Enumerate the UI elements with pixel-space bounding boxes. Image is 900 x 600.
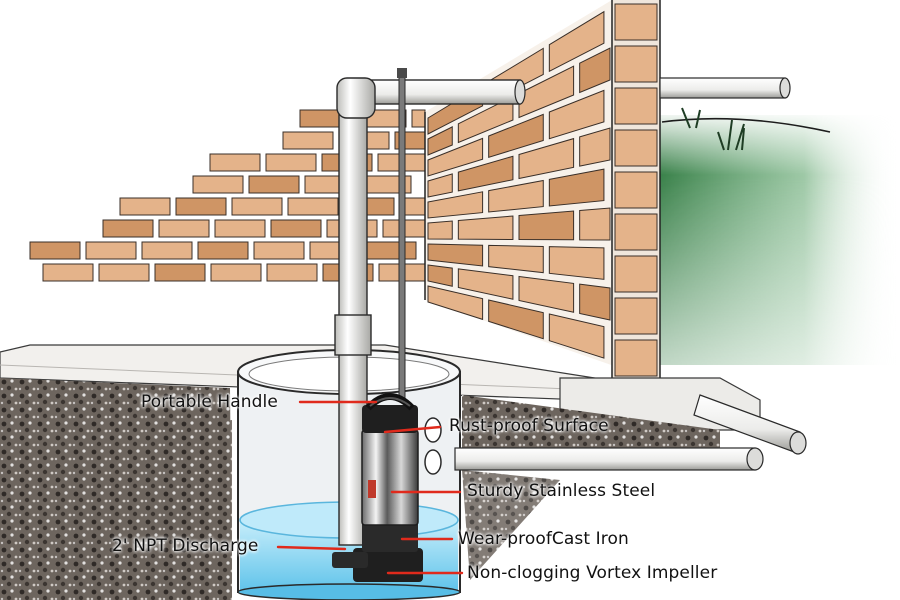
float-switch-rod xyxy=(397,68,407,401)
exterior-grass xyxy=(660,107,900,365)
drain-tile-pipes xyxy=(454,394,807,471)
callout-rust-proof-surface: Rust-proof Surface xyxy=(449,416,609,436)
foundation-wall xyxy=(424,0,661,382)
callout-sturdy-stainless-steel: Sturdy Stainless Steel xyxy=(467,481,656,501)
leader-rust xyxy=(383,425,442,434)
callout-leaders xyxy=(276,400,464,575)
callout-npt-discharge: 2' NPT Discharge xyxy=(112,536,259,556)
callout-wear-proof-cast-iron: Wear-proofCast Iron xyxy=(458,529,629,549)
callout-vortex-impeller: Non-clogging Vortex Impeller xyxy=(467,563,718,583)
callout-portable-handle: Portable Handle xyxy=(141,392,278,412)
leader-discharge xyxy=(276,545,347,551)
